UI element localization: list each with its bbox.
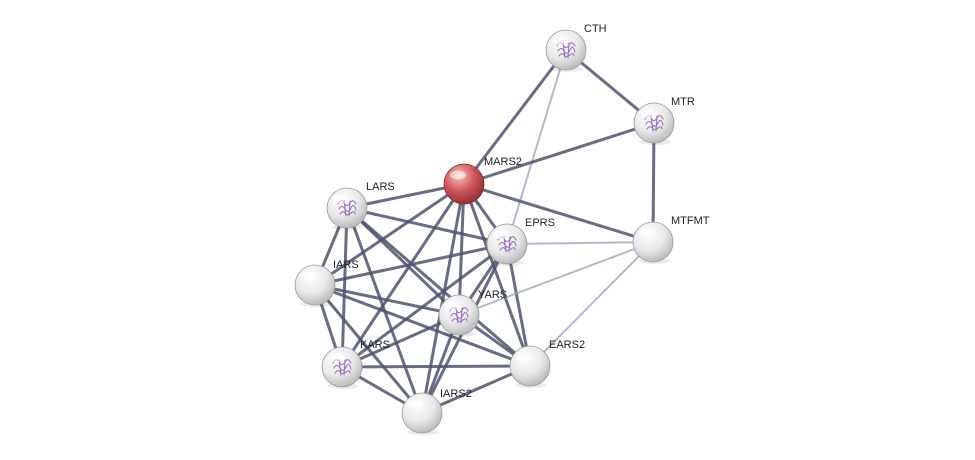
- protein-node-circle[interactable]: [486, 223, 528, 265]
- edge-iars-iars2: [313, 283, 424, 415]
- node-kars[interactable]: KARS: [321, 339, 390, 389]
- node-highlight: [301, 271, 317, 281]
- edge-mars2-iars: [313, 182, 466, 287]
- edge-ears2-mtfmt: [529, 241, 654, 367]
- edge-lars-eprs: [345, 206, 509, 246]
- node-highlight: [445, 301, 461, 311]
- node-label-iars2: IARS2: [440, 388, 472, 400]
- edge-eprs-ears2: [505, 242, 532, 368]
- edge-eprs-mtfmt: [506, 241, 654, 245]
- node-ears2[interactable]: EARS2: [509, 339, 585, 388]
- edge-cth-eprs: [506, 49, 567, 245]
- protein-structure-icon: [449, 306, 469, 324]
- node-highlight: [328, 353, 344, 363]
- edge-mars2-mtfmt: [462, 182, 655, 244]
- edge-iars-ears2: [313, 283, 532, 368]
- node-label-iars: IARS: [333, 259, 359, 271]
- edge-yars-kars: [340, 313, 461, 369]
- protein-structure-icon: [337, 199, 357, 217]
- node-label-yars: YARS: [478, 289, 507, 301]
- node-highlight: [516, 352, 532, 362]
- node-label-mtr: MTR: [671, 96, 695, 108]
- node-highlight: [639, 228, 655, 238]
- node-highlight: [450, 170, 466, 180]
- edge-lars-ears2: [345, 206, 532, 368]
- protein-node-circle[interactable]: [545, 29, 587, 71]
- protein-node-circle[interactable]: [633, 102, 675, 144]
- node-yars[interactable]: YARS: [438, 289, 507, 337]
- edge-iars-yars: [313, 283, 461, 317]
- node-iars2[interactable]: IARS2: [401, 388, 472, 435]
- node-label-kars: KARS: [360, 339, 390, 351]
- node-label-mtfmt: MTFMT: [671, 215, 710, 227]
- edge-mars2-kars: [340, 182, 466, 369]
- edge-mtr-mars2: [462, 121, 656, 186]
- node-highlight: [408, 399, 424, 409]
- protein-node-circle[interactable]: [326, 187, 368, 229]
- node-label-lars: LARS: [366, 181, 395, 193]
- node-cth[interactable]: CTH: [545, 23, 607, 72]
- node-lars[interactable]: LARS: [326, 181, 395, 230]
- node-highlight: [640, 109, 656, 119]
- protein-node-circle[interactable]: [509, 345, 551, 387]
- edge-mars2-ears2: [462, 182, 532, 368]
- node-label-mars2: MARS2: [484, 156, 522, 168]
- edge-mars2-yars: [457, 182, 466, 317]
- node-label-eprs: EPRS: [525, 217, 555, 229]
- edge-kars-ears2: [340, 364, 532, 369]
- node-eprs[interactable]: EPRS: [486, 217, 555, 266]
- protein-node-circle[interactable]: [294, 264, 336, 306]
- edge-cth-mars2: [462, 48, 568, 186]
- node-highlight: [333, 194, 349, 204]
- node-mars2[interactable]: MARS2: [443, 156, 522, 206]
- node-iars[interactable]: IARS: [294, 259, 359, 307]
- protein-node-circle[interactable]: [321, 346, 363, 388]
- edge-eprs-kars: [340, 242, 509, 369]
- node-mtr[interactable]: MTR: [633, 96, 695, 145]
- protein-node-circle[interactable]: [401, 392, 443, 434]
- edge-yars-mtfmt: [458, 241, 654, 316]
- node-label-ears2: EARS2: [549, 339, 585, 351]
- node-highlight: [493, 230, 509, 240]
- protein-structure-icon: [644, 114, 664, 132]
- protein-node-circle[interactable]: [632, 221, 674, 263]
- edge-lars-kars: [340, 206, 349, 369]
- query-protein-node-circle[interactable]: [443, 163, 485, 205]
- node-label-cth: CTH: [584, 23, 607, 35]
- node-mtfmt[interactable]: MTFMT: [632, 215, 710, 264]
- edge-eprs-iars: [313, 242, 509, 287]
- protein-structure-icon: [497, 235, 517, 253]
- protein-structure-icon: [332, 358, 352, 376]
- edge-layer: [313, 48, 656, 415]
- protein-structure-icon: [556, 41, 576, 59]
- protein-node-circle[interactable]: [438, 294, 480, 336]
- node-highlight: [552, 36, 568, 46]
